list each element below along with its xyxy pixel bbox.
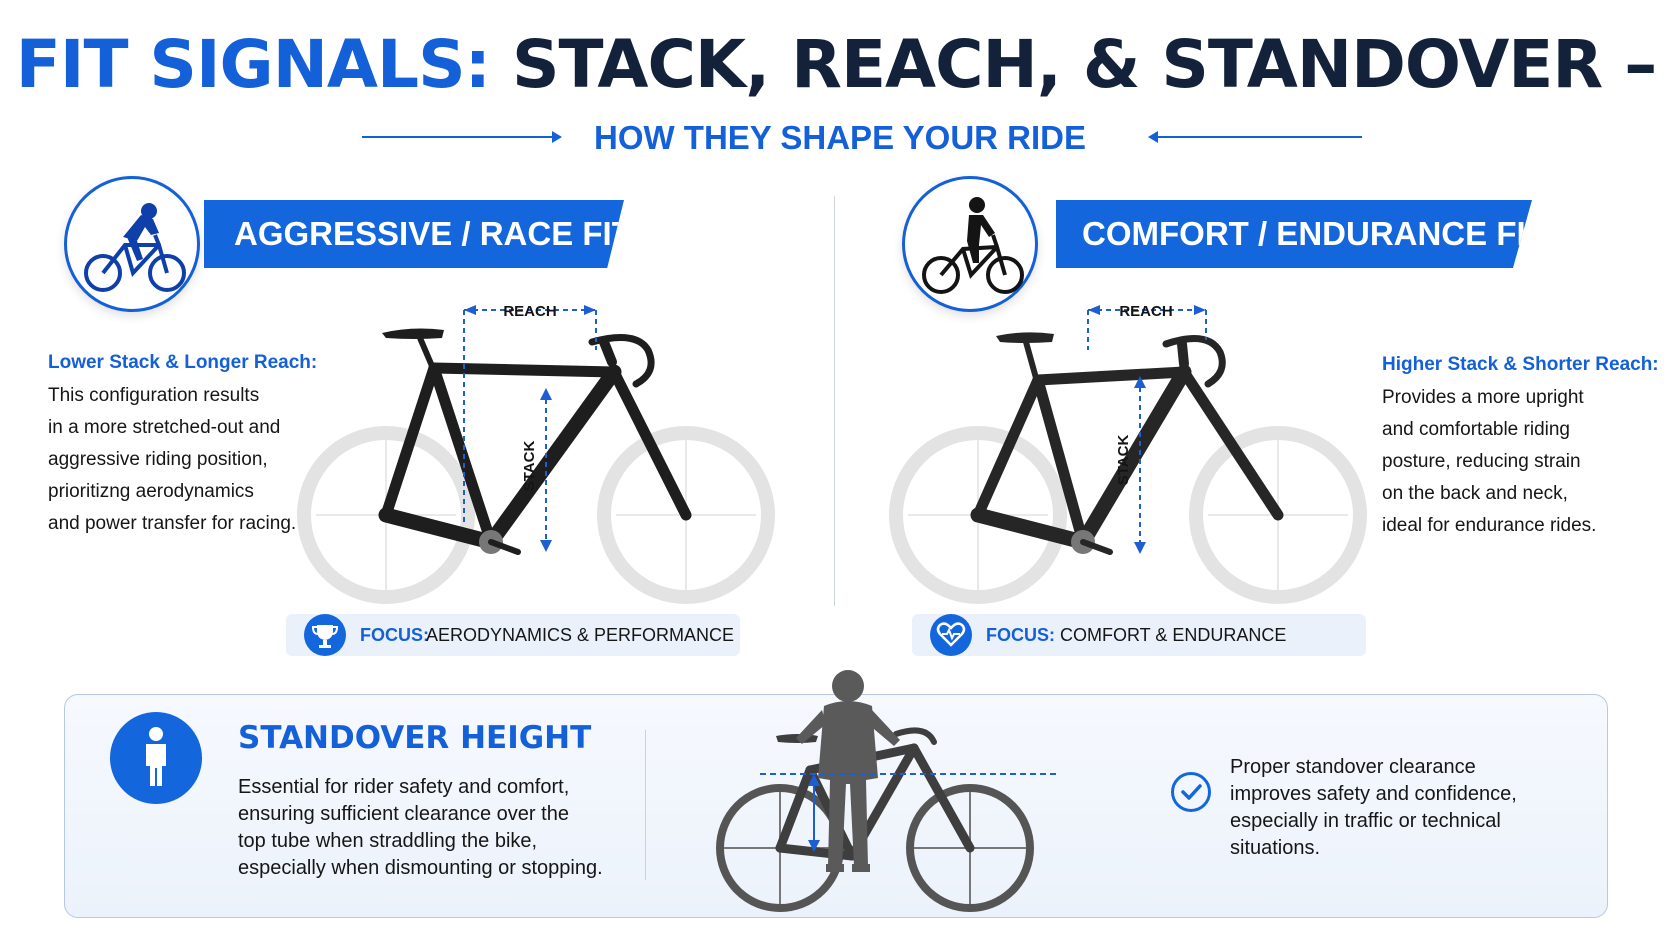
race-fit-heading: Lower Stack & Longer Reach: [48, 352, 318, 373]
standover-note: Proper standover clearance improves safe… [1230, 754, 1550, 862]
comfort-desc-line: and comfortable riding [1382, 419, 1570, 440]
standover-note-line: Proper standover clearance [1230, 756, 1476, 778]
standover-desc-line: top tube when straddling the bike, [238, 830, 538, 852]
race-desc-line: and power transfer for racing. [48, 513, 297, 534]
standover-desc-line: Essential for rider safety and comfort, [238, 776, 570, 798]
standover-desc-line: especially when dismounting or stopping. [238, 857, 603, 879]
standover-note-line: especially in traffic or technical [1230, 810, 1501, 832]
race-focus-value: AERODYNAMICS & PERFORMANCE [426, 625, 735, 645]
comfort-reach-label: REACH [1119, 303, 1172, 320]
race-desc-line: This configuration results [48, 385, 260, 406]
race-bike-diagram: REACH STACK [286, 300, 786, 615]
comfort-focus-pill: FOCUS: COMFORT & ENDURANCE [912, 614, 1366, 656]
comfort-stack-label: STACK [1115, 435, 1132, 486]
comfort-fit-banner: COMFORT / ENDURANCE FIT [1056, 200, 1532, 268]
trophy-icon [304, 614, 346, 656]
check-icon [1171, 772, 1211, 812]
heart-icon [930, 614, 972, 656]
race-desc-line: in a more stretched-out and [48, 417, 281, 438]
section-divider [834, 196, 835, 606]
comfort-fit-heading: Higher Stack & Shorter Reach: [1382, 354, 1659, 375]
subtitle-arrow-right-icon [552, 131, 562, 143]
standover-note-line: situations. [1230, 837, 1321, 859]
title-accent: FIT SIGNALS: [15, 26, 491, 103]
race-stack-label: STACK [521, 441, 538, 492]
comfort-focus-value: COMFORT & ENDURANCE [1060, 625, 1287, 645]
race-fit-description: This configuration results in a more str… [48, 380, 328, 540]
subtitle-line-right [1158, 136, 1362, 138]
page-subtitle: HOW THEY SHAPE YOUR RIDE [593, 119, 1087, 156]
standover-note-line: improves safety and confidence, [1230, 783, 1517, 805]
race-focus-label: FOCUS: [360, 625, 429, 645]
comfort-desc-line: posture, reducing strain [1382, 451, 1581, 472]
race-desc-line: prioritizng aerodynamics [48, 481, 254, 502]
race-fit-banner: AGGRESSIVE / RACE FIT [204, 200, 624, 268]
race-desc-line: aggressive riding position, [48, 449, 268, 470]
comfort-focus-label: FOCUS: [986, 625, 1055, 645]
title-rest: STACK, REACH, & STANDOVER – [511, 26, 1657, 103]
comfort-desc-line: on the back and neck, [1382, 483, 1568, 504]
comfort-rider-icon [902, 176, 1038, 312]
comfort-desc-line: ideal for endurance rides. [1382, 515, 1597, 536]
standover-title: STANDOVER HEIGHT [238, 720, 592, 756]
page-title: FIT SIGNALS: STACK, REACH, & STANDOVER – [0, 22, 1672, 108]
race-rider-icon [64, 176, 200, 312]
subtitle-arrow-left-icon [1148, 131, 1158, 143]
comfort-desc-line: Provides a more upright [1382, 387, 1584, 408]
comfort-bike-diagram: REACH STACK [878, 300, 1378, 615]
standover-divider [645, 730, 646, 880]
race-reach-label: REACH [503, 303, 556, 320]
standover-diagram [680, 660, 1140, 925]
subtitle-line-left [362, 136, 558, 138]
race-focus-pill: FOCUS: AERODYNAMICS & PERFORMANCE [286, 614, 740, 656]
comfort-fit-description: Provides a more upright and comfortable … [1382, 382, 1652, 542]
standover-description: Essential for rider safety and comfort, … [238, 774, 638, 882]
standover-desc-line: ensuring sufficient clearance over the [238, 803, 569, 825]
person-icon [110, 712, 202, 804]
